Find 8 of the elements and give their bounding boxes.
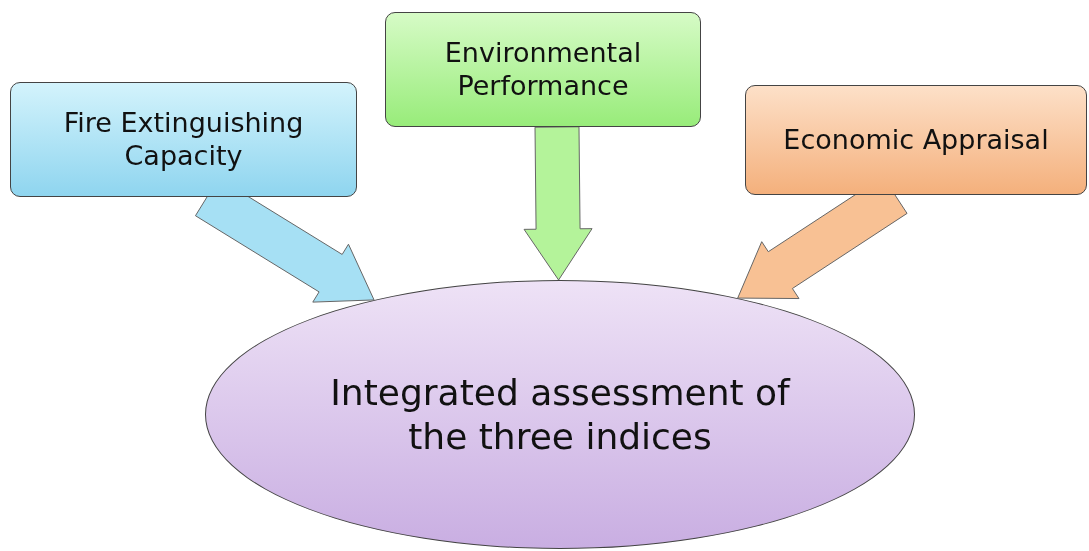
rounded-box xyxy=(745,85,1087,195)
rounded-box xyxy=(10,82,357,197)
node-label: Economic Appraisal xyxy=(783,123,1049,157)
node-label: Environmental Performance xyxy=(443,37,643,102)
node-label: Integrated assessment of the three indices xyxy=(329,371,792,458)
node-label: Fire Extinguishing Capacity xyxy=(62,107,305,172)
rounded-box xyxy=(385,12,701,127)
block-arrow xyxy=(523,126,593,281)
